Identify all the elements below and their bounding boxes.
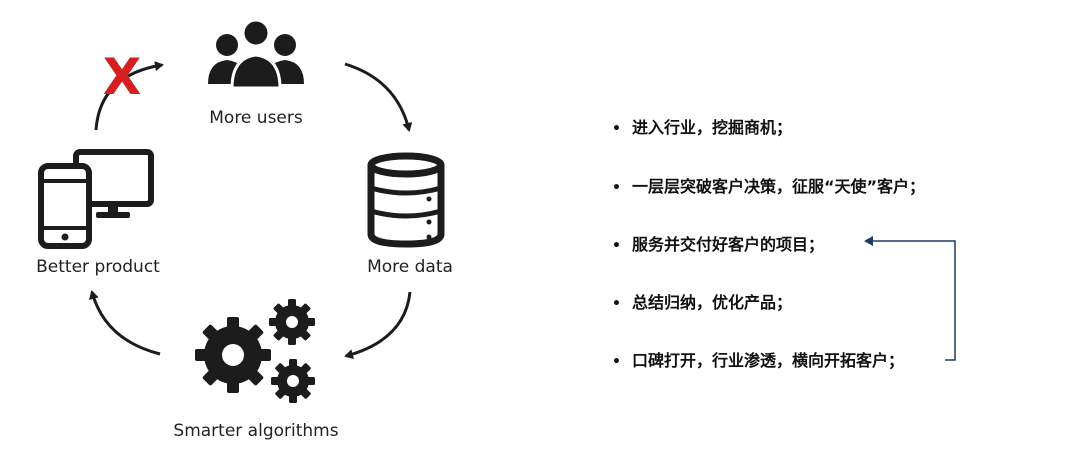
- database-icon: [367, 152, 445, 248]
- users-icon: [208, 18, 304, 90]
- feedback-loop-arrow: [864, 236, 956, 361]
- bullet-item-4: • 总结归纳，优化产品；: [612, 292, 792, 314]
- bullet-text: 服务并交付好客户的项目；: [632, 235, 825, 254]
- bullet-item-5: • 口碑打开，行业渗透，横向开拓客户；: [612, 350, 904, 372]
- bullet-item-1: • 进入行业，挖掘商机；: [612, 117, 792, 139]
- devices-icon: [38, 149, 154, 249]
- blocked-x-mark: X: [103, 48, 142, 106]
- arrow-users-to-data: [344, 62, 413, 132]
- arrow-data-to-algorithms: [344, 291, 412, 359]
- bullet-text: 进入行业，挖掘商机；: [632, 118, 793, 137]
- better-product-label: Better product: [36, 257, 160, 277]
- bullet-text: 一层层突破客户决策，征服“天使”客户；: [632, 177, 926, 196]
- bullet-marker: •: [612, 238, 621, 254]
- bullet-item-2: • 一层层突破客户决策，征服“天使”客户；: [612, 176, 925, 198]
- bullet-text: 总结归纳，优化产品；: [632, 293, 793, 312]
- more-users-label: More users: [209, 108, 303, 128]
- more-data-label: More data: [367, 257, 453, 277]
- bullet-item-3: • 服务并交付好客户的项目；: [612, 234, 824, 256]
- bullet-marker: •: [612, 121, 621, 137]
- arrow-algorithms-to-product: [89, 290, 161, 356]
- bullet-marker: •: [612, 180, 621, 196]
- bullet-text: 口碑打开，行业渗透，横向开拓客户；: [632, 351, 905, 370]
- bullet-marker: •: [612, 296, 621, 312]
- smarter-algorithms-label: Smarter algorithms: [173, 421, 338, 441]
- bullet-marker: •: [612, 354, 621, 370]
- gears-icon: [195, 299, 315, 403]
- arrow-product-to-users: [94, 61, 164, 131]
